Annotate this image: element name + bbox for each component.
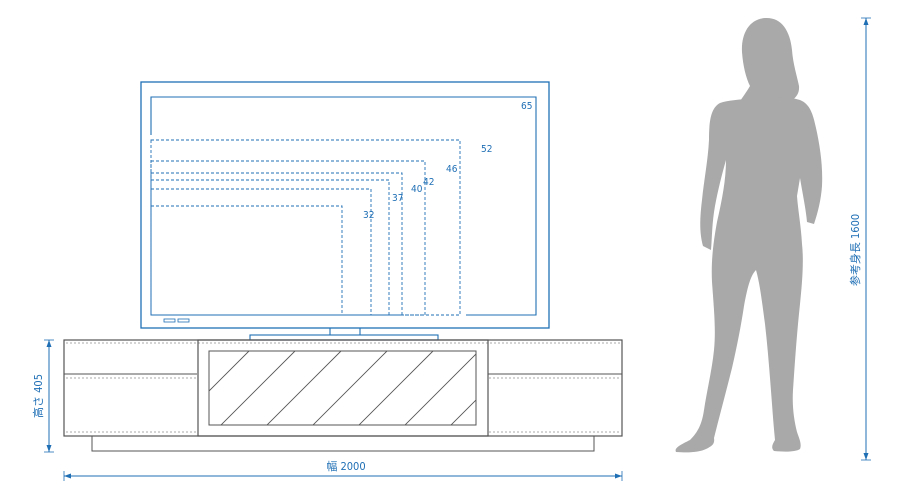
size-label-32: 32 bbox=[363, 210, 374, 221]
tv-indicator-icon bbox=[177, 318, 190, 323]
arrow-right-icon bbox=[615, 473, 622, 479]
center-door-frame bbox=[197, 339, 489, 437]
size-label-52: 52 bbox=[481, 144, 492, 155]
width-dimension bbox=[63, 471, 623, 481]
screen-outline-52 bbox=[150, 139, 461, 316]
glass-hatch bbox=[209, 351, 476, 425]
size-label-37: 37 bbox=[392, 193, 403, 204]
screen-outline-65 bbox=[150, 96, 537, 316]
neck bbox=[756, 78, 776, 100]
arrow-down-icon bbox=[46, 445, 52, 452]
height-label: 高さ 405 bbox=[31, 374, 45, 418]
size-label-40: 40 bbox=[411, 184, 423, 195]
body bbox=[675, 97, 823, 453]
tv-stand-base bbox=[249, 334, 439, 341]
tv-frame bbox=[140, 81, 550, 329]
size-label-65: 65 bbox=[521, 101, 532, 112]
arrow-down-icon bbox=[863, 453, 869, 460]
arrow-left-icon bbox=[64, 473, 71, 479]
arrow-up-icon bbox=[863, 18, 869, 25]
arrow-up-icon bbox=[46, 340, 52, 347]
person-silhouette-icon bbox=[675, 17, 823, 453]
width-label: 幅 2000 bbox=[326, 460, 365, 473]
tv-size-labels: 65 52 46 42 40 37 32 bbox=[363, 101, 532, 221]
tv-board bbox=[63, 339, 623, 452]
screen-outline-32 bbox=[150, 205, 343, 316]
center-glass-panel bbox=[208, 350, 477, 426]
person-height-label: 参考身長 1600 bbox=[848, 214, 862, 286]
cabinet-plinth bbox=[91, 435, 595, 452]
person-height-dimension bbox=[861, 17, 871, 461]
screen-outline-42 bbox=[150, 172, 403, 316]
tv-outline bbox=[140, 81, 550, 341]
size-label-46: 46 bbox=[446, 164, 458, 175]
size-label-42: 42 bbox=[423, 177, 434, 188]
screen-outline-37 bbox=[150, 188, 372, 316]
cabinet-body bbox=[63, 339, 623, 437]
head bbox=[736, 17, 800, 110]
tv-indicator-icon bbox=[163, 318, 176, 323]
height-dimension bbox=[44, 339, 54, 453]
screen-outline-40 bbox=[150, 179, 390, 316]
screen-outline-46 bbox=[150, 160, 426, 316]
